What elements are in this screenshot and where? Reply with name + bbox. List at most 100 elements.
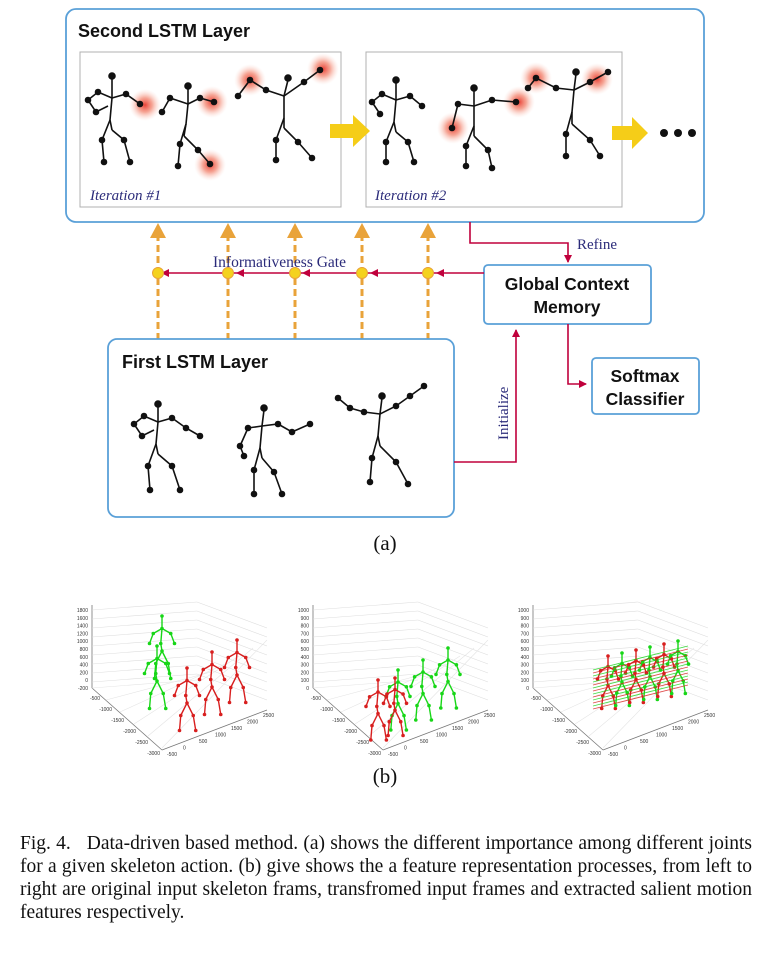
left-tick-label: -2500	[356, 740, 369, 746]
gate-nodes	[152, 267, 434, 279]
gcm-label-line1: Global Context	[505, 274, 630, 294]
next-iteration-arrow	[330, 115, 370, 147]
left-tick-label: -1000	[99, 707, 112, 713]
z-tick-label: 1800	[77, 608, 88, 614]
left-tick-label: -1500	[332, 718, 345, 724]
right-tick-label: -500	[608, 752, 618, 758]
second-layer-skeletons	[84, 66, 612, 172]
right-tick-label: -500	[388, 752, 398, 758]
gate-arrows	[156, 236, 430, 340]
z-tick-label: 100	[521, 678, 530, 684]
right-tick-label: 1000	[215, 733, 226, 739]
right-tick-label: 1500	[231, 726, 242, 732]
z-tick-label: 300	[301, 663, 310, 669]
diagram-a: Second LSTM Layer	[65, 8, 705, 555]
plot-transformed: 10009008007006005004003002001000-500-100…	[298, 601, 495, 758]
z-tick-label: 400	[521, 655, 530, 661]
z-tick-label: -200	[78, 686, 88, 692]
z-tick-label: 500	[301, 647, 310, 653]
diagram-b: 180016001400120010008006004002000-200-50…	[77, 601, 715, 788]
gate-direction-arrows	[236, 269, 444, 277]
z-tick-label: 200	[301, 670, 310, 676]
skeleton-f2	[236, 404, 314, 498]
softmax-label-line1: Softmax	[610, 366, 679, 386]
left-tick-label: -3000	[588, 751, 601, 757]
right-tick-label: 0	[624, 746, 627, 752]
gcm-label-line2: Memory	[533, 297, 600, 317]
z-tick-label: 300	[521, 663, 530, 669]
left-tick-label: -2000	[564, 729, 577, 735]
left-tick-label: -1500	[111, 718, 124, 724]
caption-text: Data-driven based method. (a) shows the …	[20, 833, 752, 923]
right-tick-label: 2500	[704, 713, 715, 719]
right-tick-label: 500	[199, 739, 208, 745]
right-tick-label: 1500	[452, 726, 463, 732]
right-tick-label: 500	[640, 739, 649, 745]
z-tick-label: 800	[80, 647, 89, 653]
plot-salient: 10009008007006005004003002001000-500-100…	[518, 601, 715, 758]
right-tick-label: -500	[167, 752, 177, 758]
skeleton-2b	[448, 84, 520, 172]
skeleton-1b	[158, 82, 218, 170]
left-tick-label: -2000	[344, 729, 357, 735]
skeleton-1a	[84, 72, 144, 166]
left-tick-label: -2000	[123, 729, 136, 735]
ellipsis-dots	[660, 129, 696, 137]
right-tick-label: 2500	[263, 713, 274, 719]
figure-caption: Fig. 4.Data-driven based method. (a) sho…	[20, 832, 752, 924]
skeleton-f3	[334, 382, 428, 488]
right-tick-label: 2000	[247, 720, 258, 726]
gate-arrowheads	[150, 223, 436, 238]
z-tick-label: 400	[80, 663, 89, 669]
z-tick-label: 900	[301, 616, 310, 622]
classify-arrow	[567, 324, 587, 388]
z-tick-label: 100	[301, 678, 310, 684]
right-tick-label: 0	[404, 746, 407, 752]
z-tick-label: 0	[306, 686, 309, 692]
skeleton-f1	[130, 400, 204, 494]
z-tick-label: 1200	[77, 631, 88, 637]
z-tick-label: 600	[80, 655, 89, 661]
z-tick-label: 600	[521, 639, 530, 645]
z-tick-label: 1400	[77, 624, 88, 630]
right-tick-label: 1500	[672, 726, 683, 732]
softmax-classifier-box	[591, 357, 700, 415]
first-lstm-layer-title: First LSTM Layer	[122, 352, 268, 372]
z-tick-label: 1600	[77, 616, 88, 622]
z-tick-label: 1000	[518, 608, 529, 614]
informativeness-gate-label: Informativeness Gate	[213, 254, 346, 271]
left-tick-label: -3000	[368, 751, 381, 757]
z-tick-label: 700	[301, 631, 310, 637]
z-tick-label: 900	[521, 616, 530, 622]
label-b: (b)	[373, 764, 398, 788]
skeleton-2c	[524, 68, 612, 160]
left-tick-label: -500	[311, 696, 321, 702]
z-tick-label: 600	[301, 639, 310, 645]
z-tick-label: 200	[521, 670, 530, 676]
z-tick-label: 1000	[298, 608, 309, 614]
right-tick-label: 2500	[484, 713, 495, 719]
z-tick-label: 200	[80, 670, 89, 676]
z-tick-label: 800	[301, 624, 310, 630]
right-tick-label: 0	[183, 746, 186, 752]
iteration-2-label: Iteration #2	[374, 188, 447, 204]
continue-arrow	[612, 117, 648, 149]
iteration-1-label: Iteration #1	[89, 188, 161, 204]
softmax-label-line2: Classifier	[606, 389, 685, 409]
right-tick-label: 2000	[688, 720, 699, 726]
plot-original: 180016001400120010008006004002000-200-50…	[77, 601, 274, 758]
iteration-1-panel	[79, 51, 342, 208]
left-tick-label: -500	[531, 696, 541, 702]
left-tick-label: -500	[90, 696, 100, 702]
right-tick-label: 2000	[468, 720, 479, 726]
skeleton-1c	[234, 66, 324, 164]
first-lstm-layer-box	[107, 338, 455, 518]
label-a: (a)	[373, 531, 396, 555]
z-tick-label: 0	[85, 678, 88, 684]
z-tick-label: 0	[526, 686, 529, 692]
z-tick-label: 800	[521, 624, 530, 630]
first-layer-skeletons	[130, 382, 428, 498]
z-tick-label: 700	[521, 631, 530, 637]
caption-label: Fig. 4.	[20, 833, 71, 854]
initialize-label: Initialize	[496, 386, 512, 440]
